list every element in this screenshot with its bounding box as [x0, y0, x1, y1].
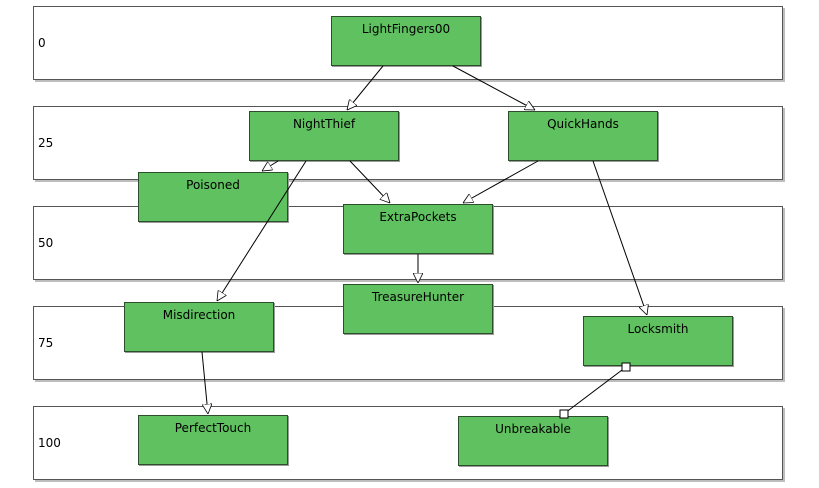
node-perfecttouch[interactable]: PerfectTouch — [138, 415, 288, 465]
node-lightfingers00[interactable]: LightFingers00 — [331, 16, 481, 66]
node-treasurehunter[interactable]: TreasureHunter — [343, 284, 493, 334]
edge-quickhands-locksmith — [592, 160, 647, 315]
tier-label-100: 100 — [38, 436, 61, 450]
edge-nightthief-extrapockets — [349, 160, 390, 203]
node-label: TreasureHunter — [371, 290, 465, 304]
edge-quickhands-extrapockets — [463, 160, 539, 203]
node-misdirection[interactable]: Misdirection — [124, 302, 274, 352]
edge-lightfingers-quickhands — [452, 65, 535, 111]
node-label: ExtraPockets — [379, 210, 457, 224]
edge-nightthief-poisoned — [262, 160, 279, 171]
tier-label-25: 25 — [38, 136, 54, 150]
node-label: Unbreakable — [495, 422, 571, 436]
node-quickhands[interactable]: QuickHands — [508, 111, 658, 161]
node-label: Poisoned — [186, 178, 240, 192]
tier-label-75: 75 — [38, 336, 54, 350]
edge-end-square-unbreakable — [559, 409, 569, 419]
edge-lightfingers-nightthief — [347, 65, 384, 110]
edge-nightthief-misdirection — [217, 160, 307, 301]
edge-misdirection-perfecttouch — [201, 351, 208, 414]
node-nightthief[interactable]: NightThief — [249, 111, 399, 161]
tier-band-25: 25 — [33, 106, 783, 180]
edge-end-square-locksmith — [621, 362, 631, 372]
node-label: Locksmith — [627, 322, 689, 336]
node-label: QuickHands — [547, 117, 619, 131]
node-label: NightThief — [292, 117, 356, 131]
node-label: PerfectTouch — [174, 421, 252, 435]
node-unbreakable[interactable]: Unbreakable — [458, 416, 608, 466]
node-extrapockets[interactable]: ExtraPockets — [343, 204, 493, 254]
node-label: LightFingers00 — [361, 22, 451, 36]
tier-label-50: 50 — [38, 236, 54, 250]
edge-locksmith-unbreakable — [564, 366, 627, 414]
node-poisoned[interactable]: Poisoned — [138, 172, 288, 222]
tier-label-0: 0 — [38, 36, 46, 50]
node-label: Misdirection — [162, 308, 236, 322]
node-locksmith[interactable]: Locksmith — [583, 316, 733, 366]
